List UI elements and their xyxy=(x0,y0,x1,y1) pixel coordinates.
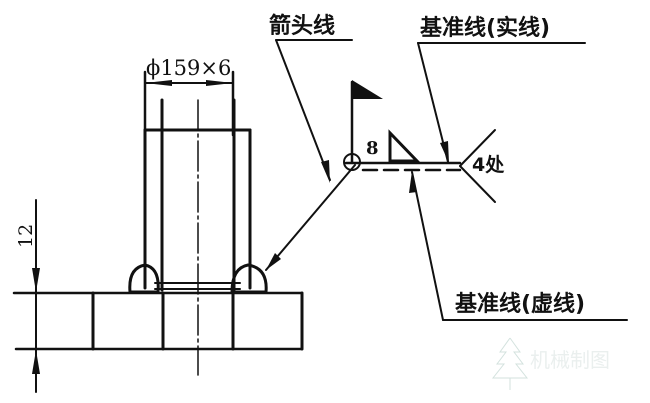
arrow-line-callout: 箭头线 xyxy=(269,13,353,183)
fillet-weld-symbol-icon xyxy=(388,129,421,163)
pipe-dimension: ϕ159×6 xyxy=(143,56,235,137)
reference-solid-label: 基准线(实线) xyxy=(420,15,550,41)
arrowhead-icon xyxy=(266,253,281,270)
arrowhead-icon xyxy=(145,80,172,86)
arrowhead-icon xyxy=(440,141,449,163)
arrow-line-label: 箭头线 xyxy=(269,13,335,39)
pipe-dimension-text: ϕ159×6 xyxy=(146,56,231,80)
reference-dashed-callout: 基准线(虚线) xyxy=(409,171,628,321)
quantity-text: 4处 xyxy=(472,153,505,176)
thickness-text: 12 xyxy=(15,224,37,248)
weld-symbol: 8 4处 xyxy=(343,80,505,203)
watermark: 机械制图 xyxy=(491,337,610,390)
arrowhead-icon xyxy=(206,80,233,86)
watermark-text: 机械制图 xyxy=(530,348,610,372)
arrowhead-icon xyxy=(32,268,40,292)
reference-dashed-label: 基准线(虚线) xyxy=(455,291,585,317)
weld-size-text: 8 xyxy=(366,138,379,159)
pipe xyxy=(143,98,252,376)
arrowhead-icon xyxy=(409,171,417,193)
thickness-dimension: 12 xyxy=(15,199,40,393)
fillet-welds xyxy=(128,263,268,294)
arrowhead-icon xyxy=(321,160,330,183)
arrowhead-icon xyxy=(32,350,40,374)
base-plate xyxy=(12,291,304,351)
reference-solid-callout: 基准线(实线) xyxy=(417,15,586,163)
weld-bead-right xyxy=(230,263,268,294)
tree-logo-icon xyxy=(491,337,529,390)
weld-bead-left xyxy=(128,263,160,294)
field-weld-flag-icon xyxy=(352,80,383,99)
arrow-line xyxy=(265,164,356,271)
